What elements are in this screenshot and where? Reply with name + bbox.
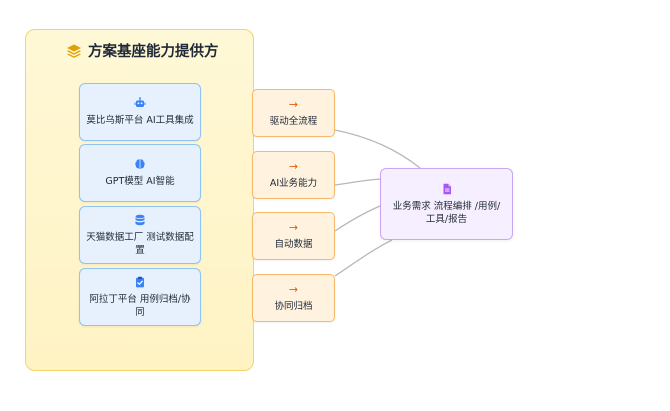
edge-cap1-target <box>334 129 421 169</box>
source-node-tmall-data[interactable]: 天猫数据工厂 测试数据配置 <box>79 206 201 264</box>
capability-node-ai-business[interactable]: → AI业务能力 <box>252 151 335 199</box>
brain-icon <box>135 159 145 169</box>
capability-label: 自动数据 <box>274 238 313 250</box>
source-label: 莫比乌斯平台 AI工具集成 <box>86 115 194 126</box>
target-node-business[interactable]: 业务需求 流程编排 /用例/工具/报告 <box>380 168 513 240</box>
arrow-right-icon: → <box>288 220 299 234</box>
arrow-right-icon: → <box>288 97 299 111</box>
capability-label: 驱动全流程 <box>269 115 318 127</box>
database-icon <box>135 214 145 225</box>
source-node-gpt[interactable]: GPT模型 AI智能 <box>79 144 201 202</box>
panel-title-text: 方案基座能力提供方 <box>88 44 219 60</box>
robot-icon <box>134 97 146 107</box>
capability-node-collab-archive[interactable]: → 协同归档 <box>252 274 335 322</box>
capability-node-drive-flow[interactable]: → 驱动全流程 <box>252 89 335 137</box>
layers-icon <box>67 44 81 58</box>
source-node-mobius[interactable]: 莫比乌斯平台 AI工具集成 <box>79 83 201 141</box>
arrow-right-icon: → <box>288 159 299 173</box>
source-label: 天猫数据工厂 测试数据配置 <box>86 231 194 256</box>
edge-cap4-target <box>334 239 393 277</box>
panel-title: 方案基座能力提供方 <box>66 40 219 61</box>
target-label: 业务需求 流程编排 /用例/工具/报告 <box>392 200 501 225</box>
document-icon <box>443 183 451 194</box>
edge-cap3-target <box>334 205 381 232</box>
arrow-right-icon: → <box>288 282 299 296</box>
edge-cap2-target <box>334 178 381 186</box>
source-label: 阿拉丁平台 用例归档/协同 <box>89 293 191 318</box>
capability-node-auto-data[interactable]: → 自动数据 <box>252 212 335 260</box>
capability-label: 协同归档 <box>274 300 313 312</box>
clipboard-check-icon <box>136 276 144 287</box>
source-node-aladdin[interactable]: 阿拉丁平台 用例归档/协同 <box>79 268 201 326</box>
source-label: GPT模型 AI智能 <box>105 176 175 187</box>
capability-label: AI业务能力 <box>269 177 318 189</box>
